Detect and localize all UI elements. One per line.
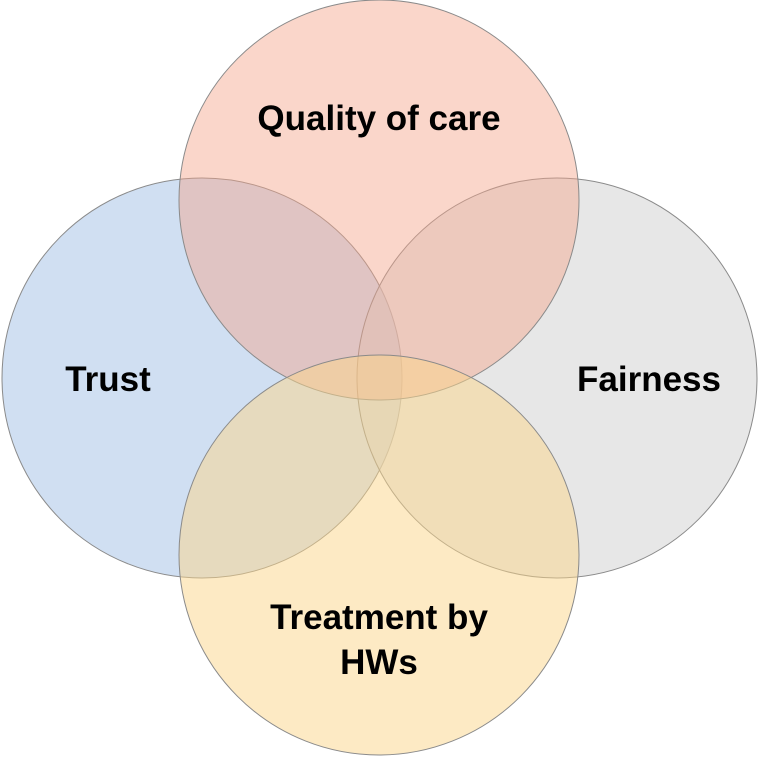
label-treatment-by-hws-line-2: HWs [340, 643, 418, 682]
label-treatment-by-hws-line-1: Treatment by [270, 598, 488, 637]
circle-treatment-by-hws [178, 354, 580, 756]
label-quality-of-care: Quality of care [257, 99, 500, 138]
label-trust: Trust [65, 360, 151, 399]
circle-quality-of-care [178, 0, 580, 401]
label-fairness: Fairness [577, 360, 721, 399]
